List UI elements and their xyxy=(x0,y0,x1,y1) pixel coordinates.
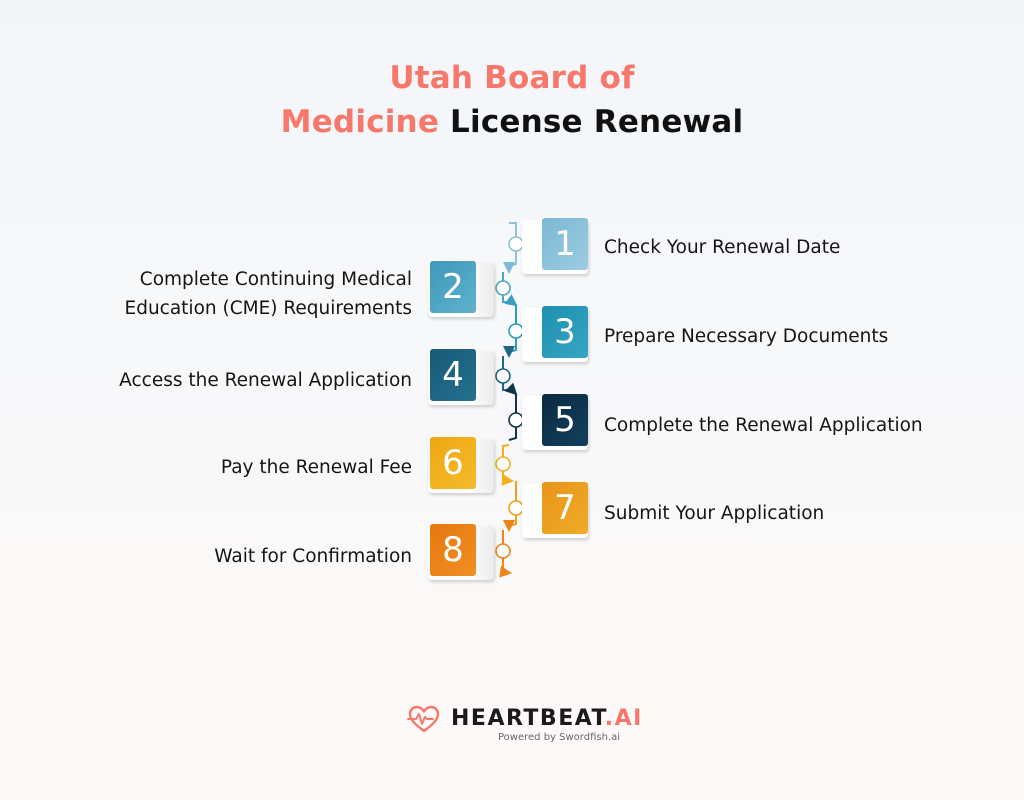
timeline-node-4 xyxy=(495,368,511,384)
timeline-node-3 xyxy=(508,323,524,339)
brand-main: HEARTBEAT xyxy=(451,706,605,731)
step-6-card: 6 xyxy=(428,437,494,493)
timeline-node-7 xyxy=(508,500,524,516)
step-5-label: Complete the Renewal Application xyxy=(604,415,923,436)
timeline-node-5 xyxy=(508,412,524,428)
timeline-node-8 xyxy=(495,543,511,559)
heart-pulse-icon xyxy=(407,705,440,733)
step-4-number: 4 xyxy=(430,349,476,401)
step-3-number: 3 xyxy=(542,306,588,358)
step-6-label: Pay the Renewal Fee xyxy=(220,457,412,478)
step-8-label: Wait for Confirmation xyxy=(214,546,412,567)
step-1-number: 1 xyxy=(542,218,588,270)
timeline-node-6 xyxy=(495,456,511,472)
brand-suffix: .AI xyxy=(604,706,643,731)
step-7-card: 7 xyxy=(522,482,588,538)
page-title: Utah Board of Medicine License Renewal xyxy=(0,56,1024,144)
step-5-card: 5 xyxy=(522,394,588,450)
timeline-node-2 xyxy=(495,280,511,296)
step-2-label-line2: Education (CME) Requirements xyxy=(124,298,412,319)
title-line2-accent: Medicine xyxy=(280,104,440,140)
step-7-label: Submit Your Application xyxy=(604,503,825,524)
powered-by: Powered by Swordfish.ai xyxy=(498,732,620,743)
step-2-card: 2 xyxy=(428,261,494,317)
step-2-label: Complete Continuing Medical Education (C… xyxy=(125,265,412,323)
step-1-label: Check Your Renewal Date xyxy=(604,237,841,258)
step-6-number: 6 xyxy=(430,437,476,489)
step-3-label: Prepare Necessary Documents xyxy=(604,326,889,347)
step-2-label-line1: Complete Continuing Medical xyxy=(139,269,412,290)
step-8-card: 8 xyxy=(428,524,494,580)
step-4-card: 4 xyxy=(428,349,494,405)
step-3-card: 3 xyxy=(522,306,588,362)
step-4-label: Access the Renewal Application xyxy=(119,370,412,391)
title-line1: Utah Board of xyxy=(389,60,635,96)
step-7-number: 7 xyxy=(542,482,588,534)
step-1-card: 1 xyxy=(522,218,588,274)
step-8-number: 8 xyxy=(430,524,476,576)
timeline-node-1 xyxy=(508,236,524,252)
brand-name: HEARTBEAT.AI xyxy=(451,706,643,731)
step-2-number: 2 xyxy=(430,261,476,313)
title-line2-dark: License Renewal xyxy=(450,104,744,140)
step-5-number: 5 xyxy=(542,394,588,446)
footer-logo: HEARTBEAT.AI Powered by Swordfish.ai xyxy=(407,702,641,750)
